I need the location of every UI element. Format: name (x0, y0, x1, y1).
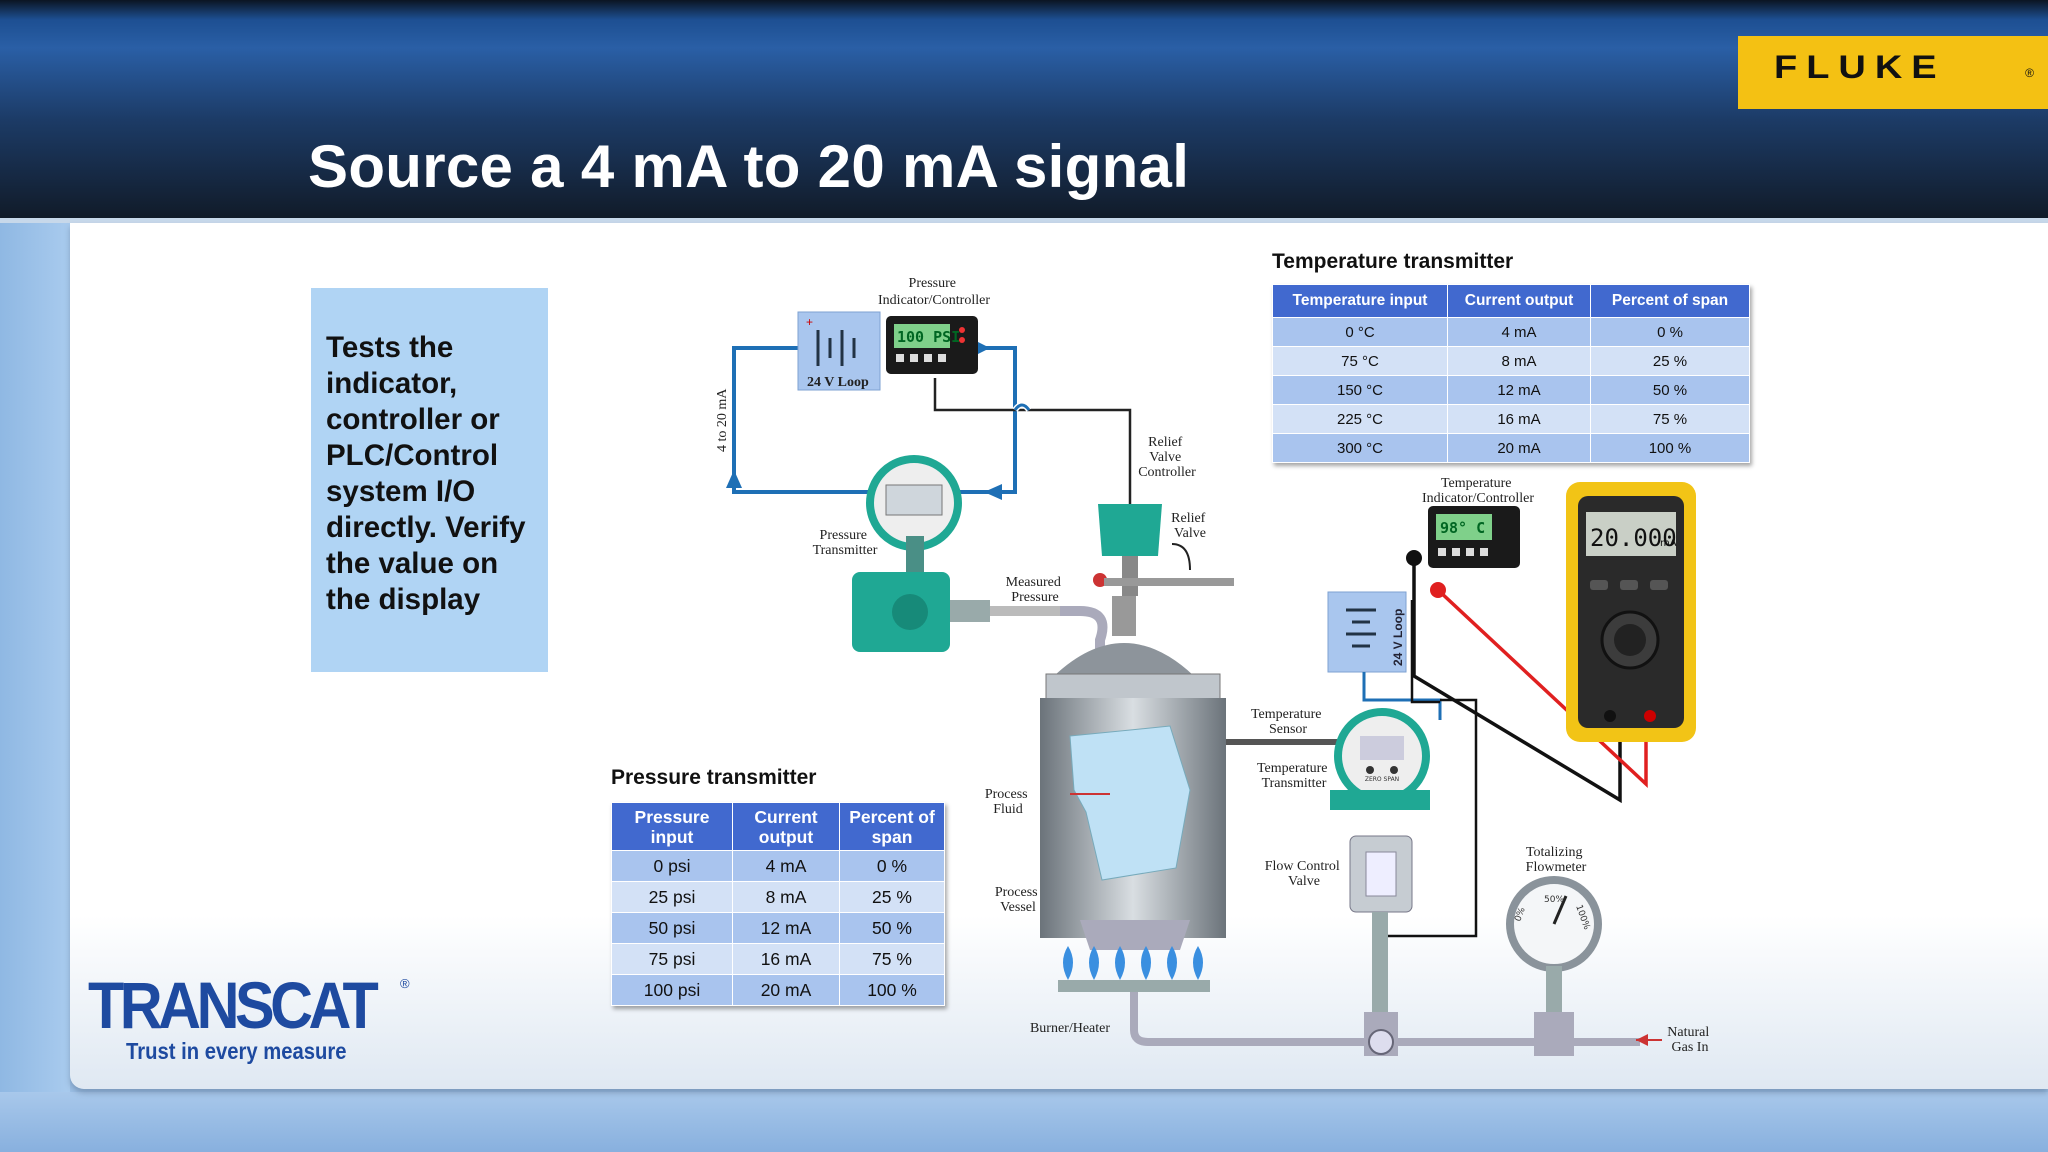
black-lead-clip (1406, 550, 1422, 566)
loop-supply-battery: + (797, 311, 881, 391)
transcat-logo-text: TRANSCAT (88, 968, 379, 1042)
callout-text: Tests the indicator, controller or PLC/C… (326, 331, 526, 616)
flowmeter-label: Totalizing Flowmeter (1526, 845, 1587, 875)
calibrator-unit-text: mA (1660, 538, 1677, 549)
loop-current-label: 4 to 20 mA (715, 388, 730, 452)
table-header-row: Temperature input Current output Percent… (1272, 284, 1750, 318)
process-vessel (1040, 596, 1226, 950)
col-header: Pressure input (611, 802, 733, 851)
totalizing-flowmeter (1506, 876, 1602, 1056)
transcat-logo: TRANSCAT ® Trust in every measure (88, 968, 410, 1064)
pressure-indicator-controller (886, 316, 978, 374)
flow-control-valve (1349, 835, 1413, 1056)
fluke-calibrator (1566, 482, 1696, 742)
pressure-display-text: 100 PSI (897, 328, 960, 346)
process-vessel-label: Process Vessel (995, 885, 1041, 915)
burner-label: Burner/Heater (1030, 1021, 1110, 1036)
fluke-logo-reg: ® (2025, 66, 2034, 80)
temperature-transmitter (1226, 708, 1430, 810)
svg-text:+: + (806, 315, 813, 329)
natural-gas-label: Natural Gas In (1667, 1025, 1712, 1055)
zero-span-label: ZERO SPAN (1365, 776, 1399, 783)
gas-in-arrow (1636, 1034, 1648, 1046)
pressure-transmitter (852, 455, 1060, 652)
fluke-logo: FLUKE ® (1738, 36, 2048, 109)
gas-line (1130, 992, 1640, 1046)
col-header: Temperature input (1272, 284, 1448, 318)
relief-controller-label: Relief Valve Controller (1138, 435, 1196, 480)
loop-arrow-left (984, 484, 1002, 500)
header-divider (0, 218, 2048, 223)
loop-supply-2-label: 24 V Loop (1391, 609, 1405, 666)
loop-supply-label: 24 V Loop (807, 375, 869, 390)
col-header: Percent of span (1590, 284, 1750, 318)
red-test-lead (1436, 588, 1648, 789)
col-header: Current output (732, 802, 840, 851)
callout-box: Tests the indicator, controller or PLC/C… (311, 288, 548, 672)
measured-pressure-label: Measured Pressure (1006, 575, 1065, 605)
relief-valve (1093, 504, 1234, 596)
pressure-indicator-label: Pressure Indicator/Controller (878, 276, 990, 308)
slide-title: Source a 4 mA to 20 mA signal (308, 133, 1190, 200)
relief-control-wire (933, 378, 1132, 520)
burner-flames (1058, 946, 1210, 992)
temperature-indicator-controller (1428, 506, 1520, 568)
process-fluid-label: Process Fluid (985, 787, 1031, 817)
temp-transmitter-label: Temperature Transmitter (1257, 761, 1331, 791)
pressure-transmitter-label: Pressure Transmitter (813, 528, 878, 558)
relief-valve-label: Relief Valve (1171, 511, 1209, 541)
temp-sensor-label: Temperature Sensor (1251, 707, 1325, 737)
pressure-table-title: Pressure transmitter (611, 766, 817, 789)
fluke-logo-text: FLUKE (1774, 50, 1946, 86)
pressure-table: Pressure input Current output Percent of… (611, 802, 945, 1006)
red-lead-clip (1430, 582, 1446, 598)
transcat-logo-reg: ® (400, 976, 410, 991)
table-header-row: Pressure input Current output Percent of… (611, 802, 945, 851)
loop-supply-battery-2 (1327, 591, 1407, 673)
black-test-lead (1412, 558, 1622, 804)
bottom-band (0, 1092, 2048, 1152)
temperature-table: Temperature input Current output Percent… (1272, 284, 1750, 463)
left-side-band (0, 223, 70, 1152)
loop-arrow-up (726, 470, 742, 488)
header-bar (0, 0, 2048, 218)
flow-valve-label: Flow Control Valve (1265, 859, 1344, 889)
pressure-pipe (1060, 606, 1108, 650)
temperature-table-title: Temperature transmitter (1272, 250, 1514, 273)
col-header: Percent of span (839, 802, 945, 851)
temp-display-text: 98° C (1440, 519, 1485, 537)
transcat-tagline: Trust in every measure (126, 1038, 347, 1064)
calibrator-display-text: 20.000 (1590, 524, 1677, 552)
temp-indicator-label: Temperature Indicator/Controller (1422, 476, 1534, 506)
gauge-0-label: 0% (1513, 906, 1527, 923)
col-header: Current output (1447, 284, 1591, 318)
gauge-50-label: 50% (1544, 895, 1564, 905)
